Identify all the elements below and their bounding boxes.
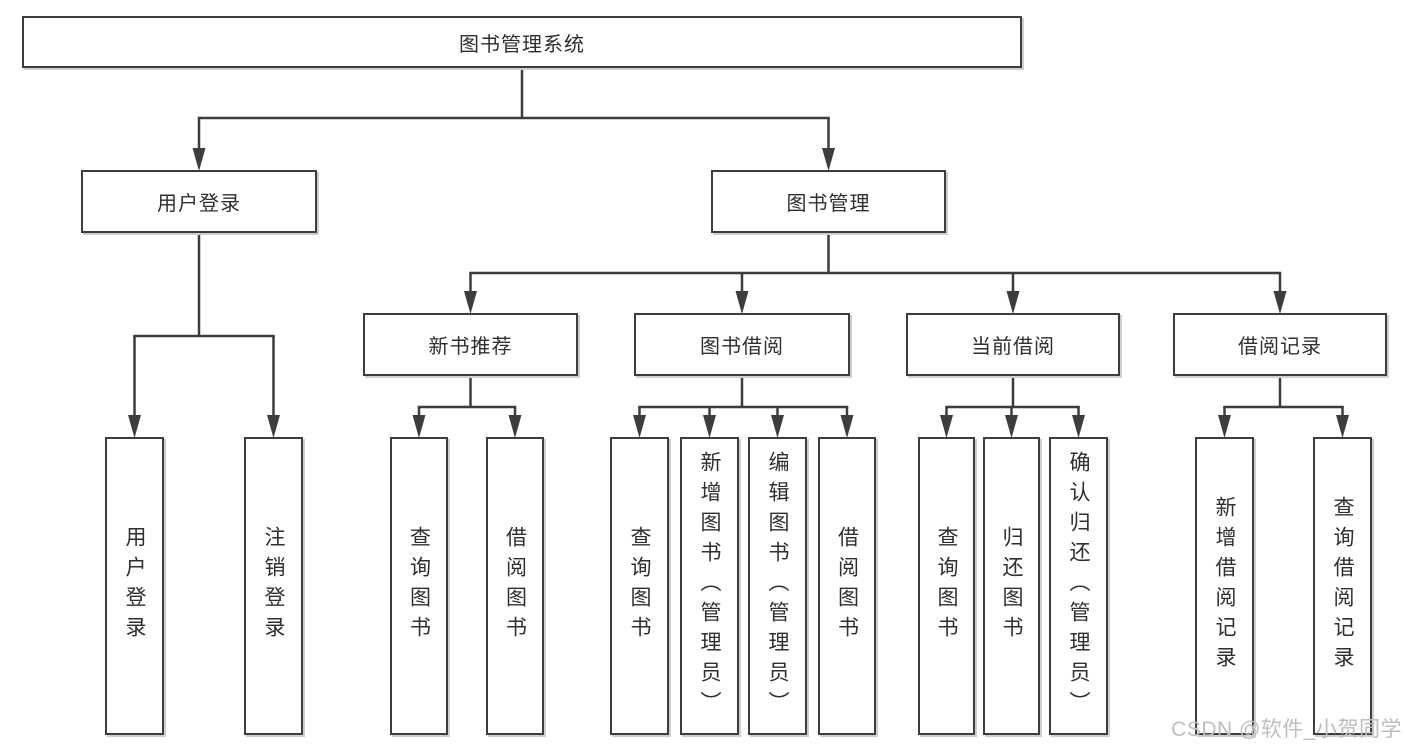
node-label-new-book-rec: 新书推荐 [428,336,513,358]
node-new-book-rec: 新书推荐 [363,313,578,376]
arrowhead [633,415,646,438]
arrowhead [1072,415,1085,438]
node-label-book-mgmt: 图书管理 [786,193,871,215]
arrowhead [267,415,280,438]
node-leaf-query-book-3: 查询图书 [918,437,975,735]
node-label-user-login: 用户登录 [157,193,241,215]
node-book-borrow: 图书借阅 [634,313,850,376]
arrowhead [771,415,784,438]
arrowhead [840,415,854,438]
node-leaf-query-book-2: 查询图书 [610,437,669,735]
node-leaf-query-record: 查询借阅记录 [1313,437,1372,735]
node-borrow-records: 借阅记录 [1173,313,1387,376]
node-root: 图书管理系统 [22,16,1022,68]
node-label-leaf-query-record: 查询借阅记录 [1331,496,1354,676]
arrowhead [1006,291,1020,314]
watermark-text: CSDN @软件_小贺同学 [1171,718,1402,741]
node-label-borrow-records: 借阅记录 [1238,336,1322,358]
arrowhead [192,148,206,171]
node-leaf-confirm-return: 确认归还（管理员） [1049,437,1108,735]
node-label-leaf-add-book: 新增图书（管理员） [698,451,721,721]
node-label-leaf-return-book: 归还图书 [1000,526,1023,646]
node-leaf-logout: 注销登录 [244,437,303,735]
node-leaf-borrow-book-2: 借阅图书 [818,437,876,735]
node-label-leaf-query-book-1: 查询图书 [407,526,431,646]
node-leaf-add-record: 新增借阅记录 [1195,437,1254,735]
node-label-leaf-logout: 注销登录 [262,526,285,646]
node-label-leaf-user-login: 用户登录 [123,526,146,646]
node-leaf-borrow-book-1: 借阅图书 [486,437,544,735]
node-label-leaf-confirm-return: 确认归还（管理员） [1067,451,1090,721]
node-leaf-user-login: 用户登录 [105,437,164,735]
arrowhead [1336,415,1349,438]
node-leaf-return-book: 归还图书 [983,437,1040,735]
node-label-leaf-add-record: 新增借阅记录 [1213,496,1236,676]
arrowhead [1273,291,1287,314]
node-label-current-borrow: 当前借阅 [971,336,1055,358]
node-leaf-edit-book: 编辑图书（管理员） [748,437,807,735]
arrowhead [508,415,522,438]
arrowhead [735,291,749,314]
node-user-login: 用户登录 [81,170,317,233]
node-leaf-add-book: 新增图书（管理员） [680,437,739,735]
node-leaf-query-book-1: 查询图书 [390,437,448,735]
node-current-borrow: 当前借阅 [906,313,1120,376]
node-book-mgmt: 图书管理 [711,170,946,233]
arrowhead [464,291,477,314]
node-label-leaf-query-book-3: 查询图书 [935,526,958,646]
arrowhead [822,148,835,171]
node-label-book-borrow: 图书借阅 [700,336,784,358]
node-label-leaf-borrow-book-2: 借阅图书 [835,526,859,646]
node-label-leaf-borrow-book-1: 借阅图书 [503,526,527,646]
arrowhead [128,415,141,438]
node-label-leaf-query-book-2: 查询图书 [628,526,651,646]
node-label-leaf-edit-book: 编辑图书（管理员） [766,451,789,721]
arrowhead [703,415,716,438]
node-label-root: 图书管理系统 [459,33,585,56]
arrowhead [1218,415,1231,438]
arrowhead [1005,415,1018,438]
arrowhead [412,415,426,438]
arrowhead [940,415,953,438]
